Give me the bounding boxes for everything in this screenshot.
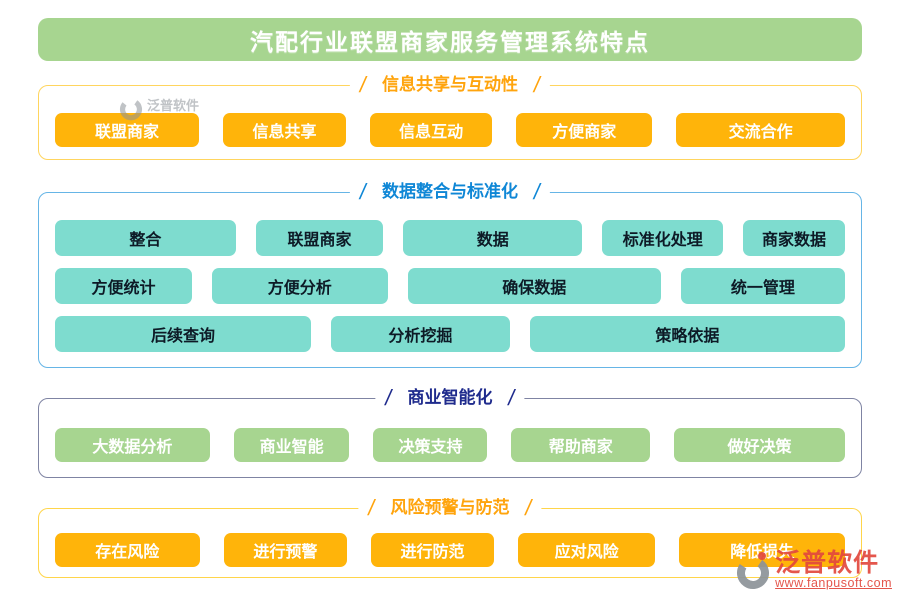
section-data-integration: / 数据整合与标准化 / 整合 联盟商家 数据 标准化处理 商家数据 方便统计 … xyxy=(38,179,862,368)
btn-unified-management: 统一管理 xyxy=(680,268,845,304)
feature-row: 方便统计 方便分析 确保数据 统一管理 xyxy=(39,268,861,304)
slash-left-icon: / xyxy=(383,385,394,410)
btn-alliance-merchant: 联盟商家 xyxy=(55,113,199,147)
btn-standardized-processing: 标准化处理 xyxy=(602,220,724,256)
btn-prevention: 进行防范 xyxy=(371,533,494,567)
slash-right-icon: / xyxy=(523,495,534,520)
btn-exchange-cooperation: 交流合作 xyxy=(676,113,845,147)
btn-business-intelligence: 商业智能 xyxy=(233,428,350,462)
btn-merchant-data: 商家数据 xyxy=(743,220,845,256)
btn-analysis-mining: 分析挖掘 xyxy=(330,316,510,352)
btn-easy-analysis: 方便分析 xyxy=(211,268,388,304)
btn-info-interact: 信息互动 xyxy=(370,113,493,147)
slash-left-icon: / xyxy=(357,179,369,204)
section-data-integration-legend: / 数据整合与标准化 / xyxy=(349,179,551,204)
feature-row: 后续查询 分析挖掘 策略依据 xyxy=(39,316,861,352)
btn-reduce-loss: 降低损失 xyxy=(679,533,845,567)
btn-early-warning: 进行预警 xyxy=(223,533,348,567)
feature-row: 大数据分析 商业智能 决策支持 帮助商家 做好决策 xyxy=(39,428,861,462)
btn-easy-statistics: 方便统计 xyxy=(55,268,192,304)
feature-row: 整合 联盟商家 数据 标准化处理 商家数据 xyxy=(39,220,861,256)
slash-left-icon: / xyxy=(357,72,369,97)
section-risk-warning-legend: / 风险预警与防范 / xyxy=(358,495,542,520)
section-business-intelligence-legend: / 商业智能化 / xyxy=(375,385,525,410)
btn-risk-response: 应对风险 xyxy=(517,533,656,567)
btn-follow-up-query: 后续查询 xyxy=(55,316,311,352)
feature-row: 联盟商家 信息共享 信息互动 方便商家 交流合作 xyxy=(39,113,861,147)
section-business-intelligence-title: 商业智能化 xyxy=(407,388,493,407)
slash-right-icon: / xyxy=(531,72,543,97)
btn-convenient-merchant: 方便商家 xyxy=(516,113,653,147)
brand-watermark-url: www.fanpusoft.com xyxy=(775,576,892,590)
section-business-intelligence: / 商业智能化 / 大数据分析 商业智能 决策支持 帮助商家 做好决策 xyxy=(38,385,862,478)
section-info-sharing: / 信息共享与互动性 / 联盟商家 信息共享 信息互动 方便商家 交流合作 xyxy=(38,72,862,160)
btn-help-merchants: 帮助商家 xyxy=(511,428,650,462)
feature-row: 存在风险 进行预警 进行防范 应对风险 降低损失 xyxy=(39,533,861,567)
btn-data: 数据 xyxy=(403,220,583,256)
page-title: 汽配行业联盟商家服务管理系统特点 xyxy=(250,28,650,55)
btn-ensure-data: 确保数据 xyxy=(407,268,661,304)
section-risk-warning-title: 风险预警与防范 xyxy=(390,498,510,517)
slash-right-icon: / xyxy=(531,179,543,204)
section-info-sharing-legend: / 信息共享与互动性 / xyxy=(349,72,551,97)
btn-strategy-basis: 策略依据 xyxy=(529,316,845,352)
btn-integration: 整合 xyxy=(55,220,236,256)
page-title-banner: 汽配行业联盟商家服务管理系统特点 xyxy=(38,18,862,61)
section-risk-warning: / 风险预警与防范 / 存在风险 进行预警 进行防范 应对风险 降低损失 xyxy=(38,495,862,578)
btn-alliance-merchant-2: 联盟商家 xyxy=(255,220,384,256)
btn-risk-exists: 存在风险 xyxy=(55,533,200,567)
slash-left-icon: / xyxy=(366,495,377,520)
btn-info-share: 信息共享 xyxy=(222,113,347,147)
btn-good-decisions: 做好决策 xyxy=(673,428,845,462)
btn-decision-support: 决策支持 xyxy=(373,428,488,462)
section-info-sharing-title: 信息共享与互动性 xyxy=(382,75,518,94)
section-data-integration-title: 数据整合与标准化 xyxy=(382,182,518,201)
slash-right-icon: / xyxy=(506,385,517,410)
btn-big-data-analysis: 大数据分析 xyxy=(55,428,210,462)
